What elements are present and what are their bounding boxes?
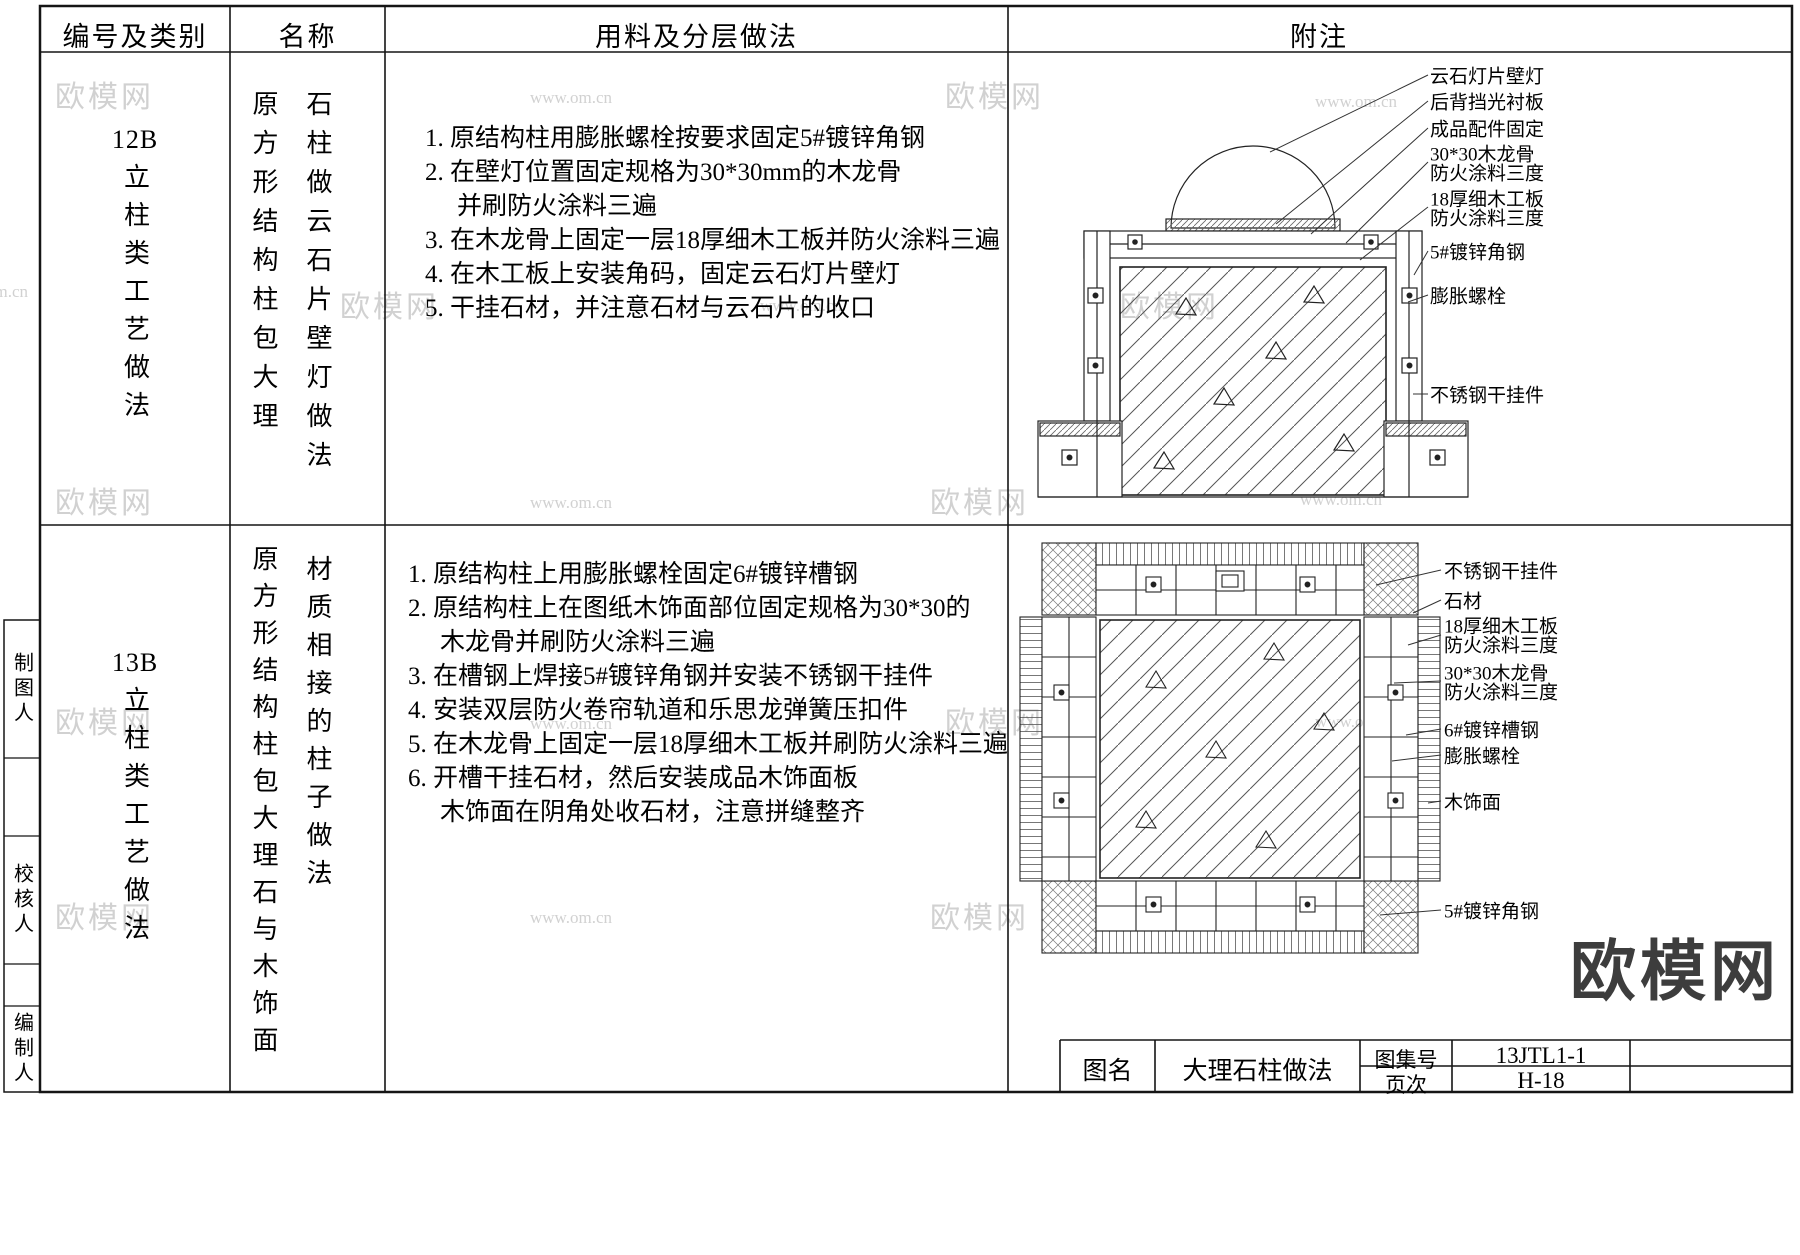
callout-label: 石材 xyxy=(1444,591,1483,613)
callout-label: 18厚细木工板 xyxy=(1430,189,1545,211)
step-line: 4. 安装双层防火卷帘轨道和乐思龙弹簧压扣件 xyxy=(408,697,909,724)
callout-label: 不锈钢干挂件 xyxy=(1444,561,1559,583)
callout-label: 18厚细木工板 xyxy=(1444,616,1559,638)
watermark-brand: 欧模网 xyxy=(340,291,439,324)
row-13b-id: 13B xyxy=(111,648,159,677)
step-line: 木饰面在阴角处收石材，注意拼缝整齐 xyxy=(440,799,866,826)
step-line: 6. 开槽干挂石材，然后安装成品木饰面板 xyxy=(408,765,859,792)
callout-label: 防火涂料三度 xyxy=(1444,635,1559,657)
step-line: 1. 原结构柱上用膨胀螺栓固定6#镀锌槽钢 xyxy=(408,561,859,588)
step-line: 3. 在槽钢上焊接5#镀锌角钢并安装不锈钢干挂件 xyxy=(408,663,934,690)
row-13b-id-block: 13B 立柱类工艺做法 xyxy=(40,648,230,957)
detail-drawing-12b xyxy=(1037,74,1469,498)
step-line: 2. 在壁灯位置固定规格为30*30mm的木龙骨 xyxy=(425,159,902,186)
header-col-name: 名称 xyxy=(278,22,337,52)
titleblock-page-no: H-18 xyxy=(1517,1068,1565,1093)
row-13b-category: 立柱类工艺做法 xyxy=(120,686,150,952)
step-line: 5. 在木龙骨上固定一层18厚细木工板并刷防火涂料三遍 xyxy=(408,731,1009,758)
watermark-brand: 欧模网 xyxy=(945,81,1044,114)
watermark-url: www.om.cn xyxy=(530,88,612,107)
callout-label: 云石灯片壁灯 xyxy=(1430,66,1545,88)
step-line: 3. 在木龙骨上固定一层18厚细木工板并防火涂料三遍 xyxy=(425,227,1001,254)
row-12b-id-block: 12B 立柱类工艺做法 xyxy=(40,125,230,434)
watermark-brand: 欧模网 xyxy=(55,902,154,935)
row-12b-steps: 1. 原结构柱用膨胀螺栓按要求固定5#镀锌角钢 2. 在壁灯位置固定规格为30*… xyxy=(425,122,1000,326)
callout-label: 防火涂料三度 xyxy=(1430,163,1545,185)
callout-label: 膨胀螺栓 xyxy=(1430,286,1507,308)
drafter-label: 制图人 xyxy=(10,651,33,727)
callout-label: 防火涂料三度 xyxy=(1444,682,1559,704)
watermark-brand: 欧模网 xyxy=(55,487,154,520)
watermark-url: www.om.cn xyxy=(1315,92,1397,111)
step-line: 木龙骨并刷防火涂料三遍 xyxy=(440,629,716,656)
step-line: 1. 原结构柱用膨胀螺栓按要求固定5#镀锌角钢 xyxy=(425,125,926,152)
step-line: 5. 干挂石材，并注意石材与云石片的收口 xyxy=(425,295,876,322)
callout-label: 6#镀锌槽钢 xyxy=(1444,720,1540,742)
callout-label: 防火涂料三度 xyxy=(1430,208,1545,230)
watermark-url: www.om.cn xyxy=(530,714,612,733)
row-13b-steps: 1. 原结构柱上用膨胀螺栓固定6#镀锌槽钢 2. 原结构柱上在图纸木饰面部位固定… xyxy=(408,558,1008,830)
callout-label: 30*30木龙骨 xyxy=(1430,144,1535,166)
step-line: 4. 在木工板上安装角码，固定云石灯片壁灯 xyxy=(425,261,901,288)
row-12b-name-col1: 原方形结构柱包大理 xyxy=(249,90,278,441)
header-col-method: 用料及分层做法 xyxy=(595,22,798,52)
detail-drawing-13b xyxy=(1019,542,1442,954)
row-12b-name-col2: 石柱做云石片壁灯做法 xyxy=(303,90,332,480)
leader-lines xyxy=(1375,569,1442,916)
row-12b-category: 立柱类工艺做法 xyxy=(120,163,150,429)
row-12b-id: 12B xyxy=(111,125,159,154)
watermark-brand: 欧模网 xyxy=(930,902,1029,935)
callout-label: 不锈钢干挂件 xyxy=(1430,385,1545,407)
titleblock-page-label: 页次 xyxy=(1385,1073,1427,1097)
row-13b-name-col2: 材质相接的柱子做法 xyxy=(303,555,332,897)
watermark-partial: om.cn xyxy=(0,282,29,301)
titleblock-set-no: 13JTL1-1 xyxy=(1495,1043,1587,1068)
watermark-url: www.om.cn xyxy=(760,296,842,315)
titleblock-drawing-name: 大理石柱做法 xyxy=(1182,1058,1333,1085)
header-col-id: 编号及类别 xyxy=(62,22,208,52)
watermark-brand: 欧模网 xyxy=(55,707,154,740)
callout-label: 30*30木龙骨 xyxy=(1444,663,1549,685)
callout-label: 木饰面 xyxy=(1444,792,1502,814)
callout-label: 5#镀锌角钢 xyxy=(1430,242,1526,264)
callout-label: 5#镀锌角钢 xyxy=(1444,901,1540,923)
step-line: 2. 原结构柱上在图纸木饰面部位固定规格为30*30的 xyxy=(408,595,971,622)
row-13b-name-col1: 原方形结构柱包大理石与木饰面 xyxy=(249,545,278,1063)
sidebox-drafter: 制图人 xyxy=(4,620,40,758)
compiler-label: 编制人 xyxy=(10,1011,33,1087)
sidebox-compiler: 编制人 xyxy=(4,1006,40,1092)
leader-lines xyxy=(1269,74,1429,395)
watermark-url: www.om.cn xyxy=(530,908,612,927)
watermark-logo: 欧模网 xyxy=(1570,936,1780,1009)
header-col-note: 附注 xyxy=(1290,22,1348,52)
watermark-brand: 欧模网 xyxy=(55,81,154,114)
watermark-url: www.om.cn xyxy=(530,493,612,512)
callout-label: 后背挡光衬板 xyxy=(1430,92,1545,114)
checker-label: 校核人 xyxy=(10,862,33,938)
titleblock-set-label: 图集号 xyxy=(1374,1048,1438,1072)
callout-label: 膨胀螺栓 xyxy=(1444,746,1521,768)
sidebox-checker: 校核人 xyxy=(4,836,40,964)
step-line: 并刷防火涂料三遍 xyxy=(457,193,658,220)
titleblock-name-label: 图名 xyxy=(1082,1058,1133,1085)
watermark-brand: 欧模网 xyxy=(930,487,1029,520)
callout-label: 成品配件固定 xyxy=(1430,119,1545,141)
